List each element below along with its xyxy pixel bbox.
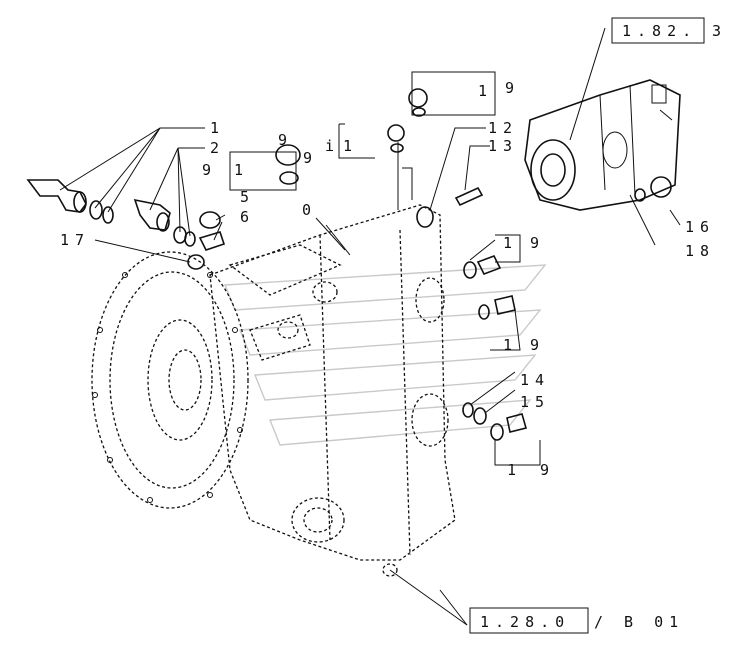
callout-15: 15 [520, 393, 550, 411]
callout-1-right-mid: 1 [503, 336, 518, 354]
pump-reference-code[interactable]: 1.82. [622, 22, 697, 40]
callout-1-top: 1 [478, 82, 493, 100]
callout-18: 18 [685, 242, 715, 260]
watermark-logo [223, 264, 547, 446]
callout-17: 17 [60, 231, 90, 249]
leader-lines [59, 27, 681, 626]
transmission-reference-box[interactable] [469, 607, 589, 634]
callout-5: 5 [240, 188, 255, 206]
callout-1-right-lower: 1 [507, 461, 522, 479]
callout-9-mid: 9 [278, 131, 293, 149]
callout-1: 1 [210, 119, 225, 137]
callout-13: 13 [488, 137, 518, 155]
callout-12: 12 [488, 119, 518, 137]
pump-reference-box[interactable] [611, 17, 705, 44]
callout-9-right-upper: 9 [530, 234, 545, 252]
transmission-reference-code[interactable]: 1.28.0 [480, 613, 570, 631]
transmission-housing [91, 204, 456, 577]
callout-i: i [325, 137, 340, 155]
callout-6: 6 [240, 208, 255, 226]
callout-9-left: 9 [202, 161, 217, 179]
callout-1-upper: 1 [234, 161, 249, 179]
callout-9-right-lower: 9 [540, 461, 555, 479]
pump-reference-suffix: 3 [712, 22, 727, 40]
callout-2: 2 [210, 139, 225, 157]
pump-reference[interactable]: 1.82. 3 [611, 17, 727, 44]
transmission-reference-suffix: / B 01 [594, 613, 684, 631]
callout-14: 14 [520, 371, 550, 389]
hydraulic-pump [524, 79, 681, 211]
callout-9-right-mid: 9 [530, 336, 545, 354]
callout-1-right-upper: 1 [503, 234, 518, 252]
transmission-reference[interactable]: 1.28.0 / B 01 [469, 607, 684, 634]
callout-16: 16 [685, 218, 715, 236]
callout-labels: 1 2 5 6 17 9 1 9 0 9 1 1 9 i 12 13 16 18… [60, 79, 715, 479]
callout-9-top: 9 [505, 79, 520, 97]
callout-9-upper: 9 [303, 149, 318, 167]
callout-0: 0 [302, 201, 317, 219]
small-parts [26, 88, 672, 441]
callout-1-mid: 1 [343, 137, 358, 155]
